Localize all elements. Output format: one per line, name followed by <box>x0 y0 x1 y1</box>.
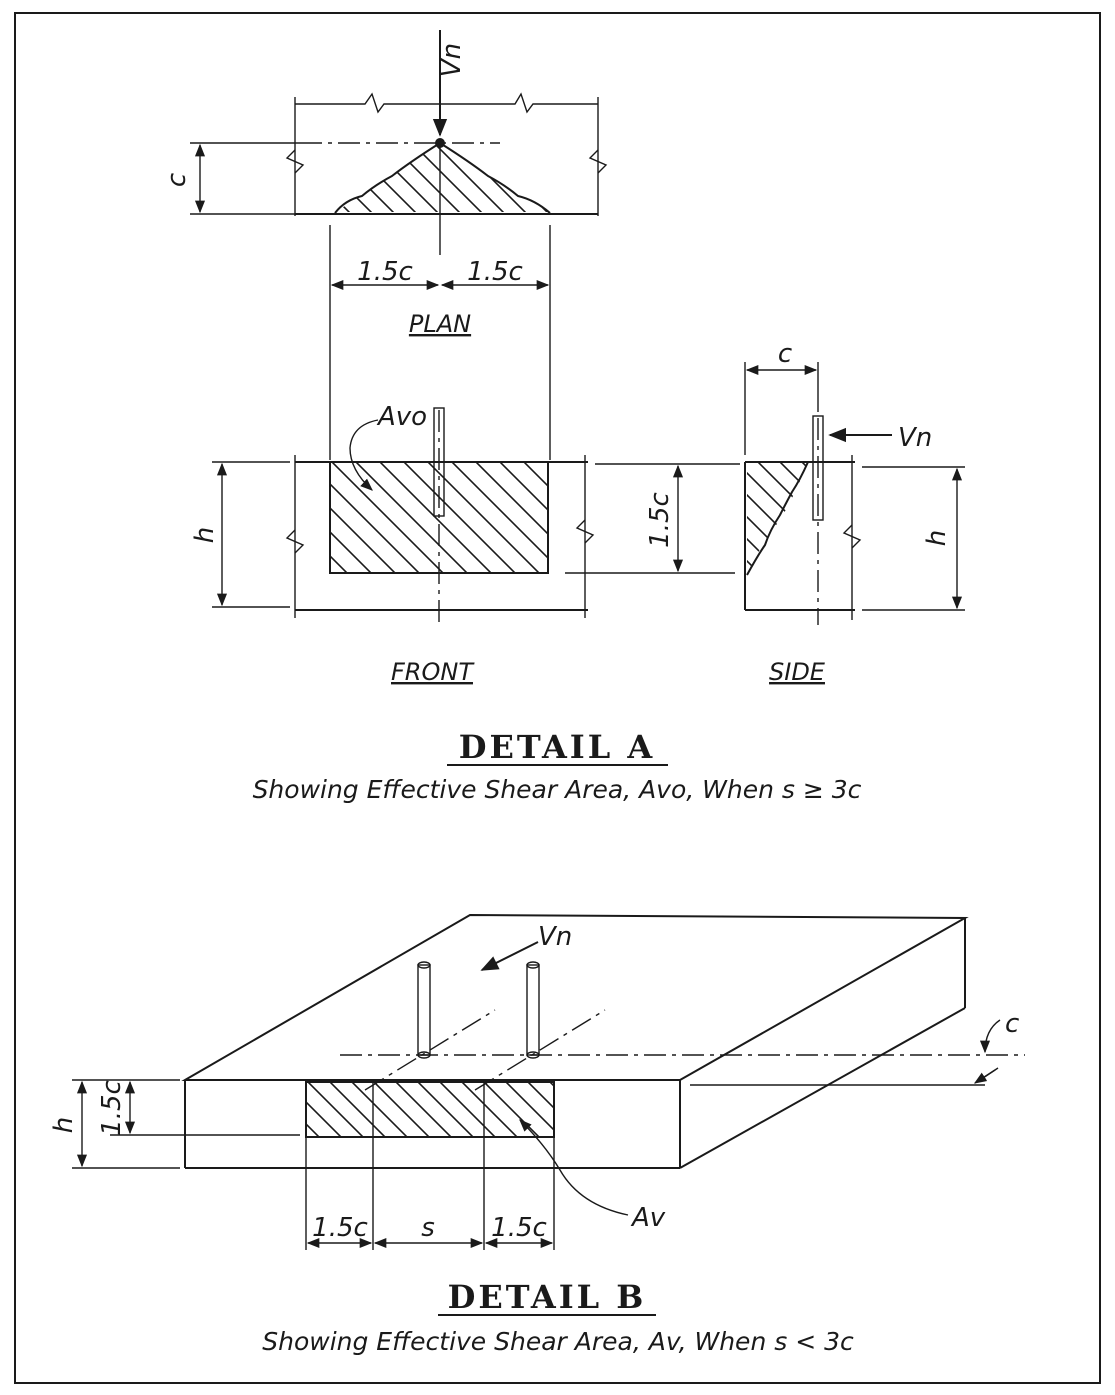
avo-label: Avo <box>376 402 427 432</box>
side-c-label: c <box>778 339 792 369</box>
side-anchor-bolt <box>812 415 824 521</box>
b-s-label: s <box>421 1213 435 1243</box>
side-hatch <box>747 462 808 575</box>
b-vn-label: Vn <box>538 922 572 952</box>
front-h-label: h <box>190 527 220 543</box>
side-view-label: SIDE <box>769 658 826 686</box>
side-vn-label: Vn <box>898 423 932 453</box>
plan-hatch <box>335 143 550 212</box>
b-1-5c-right: 1.5c <box>491 1213 547 1243</box>
plan-1-5c-right: 1.5c <box>467 257 523 287</box>
plan-vn-label: Vn <box>437 43 467 77</box>
detail-b-hatch <box>306 1082 554 1137</box>
b-1-5c-left: 1.5c <box>312 1213 368 1243</box>
plan-c-label: c <box>162 173 192 187</box>
plan-view-label: PLAN <box>409 310 471 338</box>
front-hatch <box>330 462 548 573</box>
b-h-label: h <box>49 1117 79 1133</box>
bolt-left <box>417 961 431 1059</box>
detail-a-caption: Showing Effective Shear Area, Avo, When … <box>253 775 862 804</box>
plan-view: Vn c 1.5c 1.5c PLAN <box>162 30 608 460</box>
b-1-5c-vertical: 1.5c <box>97 1080 127 1136</box>
detail-b-caption: Showing Effective Shear Area, Av, When s… <box>262 1327 854 1356</box>
bolt-right <box>526 961 540 1059</box>
detail-b-isometric: Vn c h 1.5c 1.5c s 1.5c Av <box>49 913 1025 1250</box>
b-c-label: c <box>1005 1009 1019 1039</box>
plan-1-5c-left: 1.5c <box>357 257 413 287</box>
side-view: c Vn h SIDE <box>744 339 965 686</box>
detail-b-title: DETAIL B <box>448 1278 647 1316</box>
detail-a-title: DETAIL A <box>459 728 655 766</box>
sheet-border <box>14 12 1101 1384</box>
front-1-5c-label: 1.5c <box>645 492 675 548</box>
front-view: Avo h 1.5c FRONT <box>190 402 740 686</box>
side-h-label: h <box>922 530 952 546</box>
av-label: Av <box>630 1203 666 1233</box>
front-view-label: FRONT <box>391 658 475 686</box>
anchor-point <box>435 138 445 148</box>
